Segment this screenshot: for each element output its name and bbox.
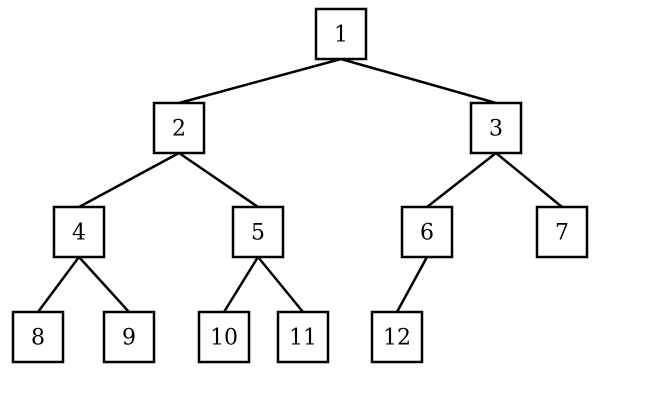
node-box: [314, 7, 368, 61]
node-box: [469, 101, 523, 155]
edge-4-8: [36, 255, 81, 314]
edge-1-3: [339, 57, 498, 105]
edge-3-6: [425, 151, 498, 209]
node-box: [52, 205, 106, 259]
node-box: [11, 310, 65, 364]
tree-node-1: 1: [314, 7, 368, 61]
node-label: 9: [122, 326, 136, 351]
tree-node-6: 6: [400, 205, 454, 259]
tree-node-12: 12: [370, 310, 424, 364]
edge-4-9: [77, 255, 131, 314]
node-label: 10: [210, 326, 238, 351]
tree-node-11: 11: [276, 310, 330, 364]
edge-2-4: [77, 151, 181, 209]
tree-node-2: 2: [152, 101, 206, 155]
edge-5-10: [222, 255, 260, 314]
node-label: 12: [383, 326, 411, 351]
edge-1-2: [177, 57, 343, 105]
tree-node-10: 10: [197, 310, 251, 364]
edge-6-12: [395, 255, 429, 314]
node-label: 1: [334, 23, 348, 48]
node-label: 6: [420, 221, 434, 246]
node-box: [197, 310, 251, 364]
node-box: [535, 205, 589, 259]
tree-node-9: 9: [102, 310, 156, 364]
tree-node-3: 3: [469, 101, 523, 155]
node-box: [102, 310, 156, 364]
node-label: 5: [251, 221, 265, 246]
node-label: 11: [289, 326, 317, 351]
node-label: 2: [172, 117, 186, 142]
node-label: 4: [72, 221, 86, 246]
node-box: [152, 101, 206, 155]
tree-edges: [36, 57, 564, 314]
node-label: 3: [489, 117, 503, 142]
node-box: [231, 205, 285, 259]
edge-5-11: [256, 255, 305, 314]
node-box: [400, 205, 454, 259]
tree-node-8: 8: [11, 310, 65, 364]
node-label: 8: [31, 326, 45, 351]
edge-3-7: [494, 151, 564, 209]
tree-node-4: 4: [52, 205, 106, 259]
tree-node-7: 7: [535, 205, 589, 259]
edge-2-5: [177, 151, 260, 209]
node-label: 7: [555, 221, 569, 246]
node-box: [370, 310, 424, 364]
node-box: [276, 310, 330, 364]
tree-node-5: 5: [231, 205, 285, 259]
